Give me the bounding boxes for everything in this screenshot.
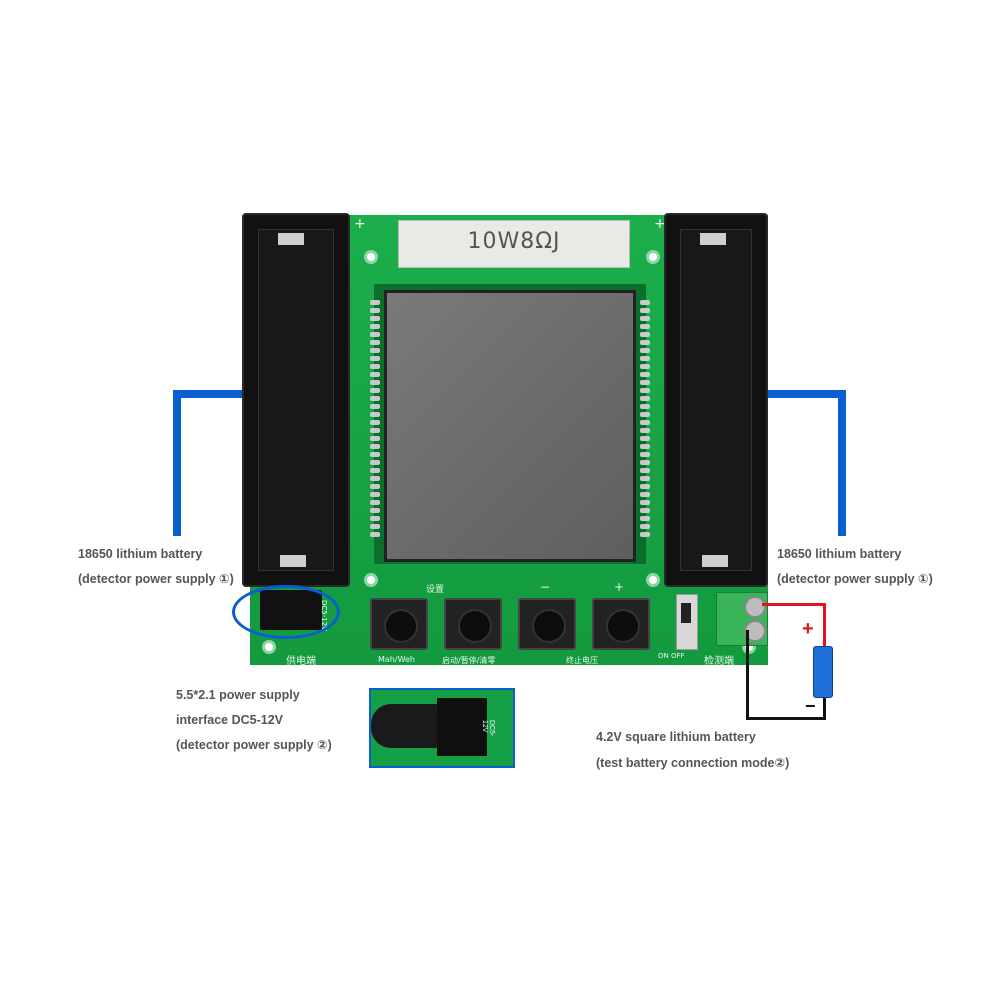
- plus-sign: +: [802, 618, 814, 640]
- black-wire: [823, 696, 826, 720]
- dc-label-line1: 5.5*2.1 power supply: [176, 688, 300, 702]
- mounting-hole: [646, 250, 660, 264]
- red-wire: [823, 603, 826, 649]
- dc-jack-inset: DC5-12V: [369, 688, 515, 768]
- silk-detect-side: 检测端: [704, 656, 734, 667]
- mounting-hole: [364, 250, 378, 264]
- silk-switch: ON OFF: [658, 652, 685, 660]
- silk-plus: +: [614, 580, 625, 594]
- lcd-pins-left: [370, 300, 380, 540]
- right-battery-label-line1: 18650 lithium battery: [777, 547, 902, 561]
- minus-button[interactable]: [518, 598, 576, 650]
- silk-mode: Mah/Weh: [378, 655, 416, 664]
- start-pause-button[interactable]: [444, 598, 502, 650]
- right-battery-label-line2: (detector power supply ①): [777, 572, 933, 586]
- dc-jack-highlight: [232, 585, 340, 639]
- silk-end-voltage: 终止电压: [566, 656, 598, 665]
- mode-button[interactable]: [370, 598, 428, 650]
- silk-minus: −: [540, 580, 551, 594]
- left-battery-holder: [242, 213, 350, 587]
- terminal-screw: [744, 620, 766, 642]
- left-battery-label-line2: (detector power supply ①): [78, 572, 234, 586]
- mounting-hole: [646, 573, 660, 587]
- lcd-screen: [384, 290, 636, 562]
- test-battery-label-line1: 4.2V square lithium battery: [596, 730, 756, 744]
- left-bracket-horizontal: [173, 390, 253, 398]
- dc-label-line3: (detector power supply ②): [176, 738, 332, 752]
- right-bracket-horizontal: [766, 390, 846, 398]
- power-switch[interactable]: [676, 594, 698, 650]
- right-battery-holder: [664, 213, 768, 587]
- silk-plus-left: +: [354, 216, 366, 232]
- plus-button[interactable]: [592, 598, 650, 650]
- black-wire: [746, 717, 826, 720]
- red-wire: [762, 603, 826, 606]
- lcd-pins-right: [640, 300, 650, 540]
- left-battery-label-line1: 18650 lithium battery: [78, 547, 203, 561]
- mounting-hole: [364, 573, 378, 587]
- inset-dc-label: DC5-12V: [481, 720, 495, 737]
- test-battery-icon: [813, 646, 833, 698]
- dc-label-line2: interface DC5-12V: [176, 713, 283, 727]
- silk-power-side: 供电端: [286, 656, 316, 667]
- test-battery-label-line2: (test battery connection mode②): [596, 756, 790, 770]
- silk-plus-right: +: [654, 216, 666, 232]
- silk-settings: 设置: [426, 585, 445, 595]
- right-bracket-vertical: [838, 390, 846, 536]
- black-wire: [746, 630, 749, 720]
- left-bracket-vertical: [173, 390, 181, 536]
- resistor-text: 10W8ΩJ: [467, 229, 561, 254]
- terminal-screw: [744, 596, 766, 618]
- minus-sign: −: [805, 696, 816, 716]
- silk-start: 启动/暂停/清零: [442, 656, 496, 665]
- mounting-hole: [262, 640, 276, 654]
- power-resistor: 10W8ΩJ: [398, 220, 630, 268]
